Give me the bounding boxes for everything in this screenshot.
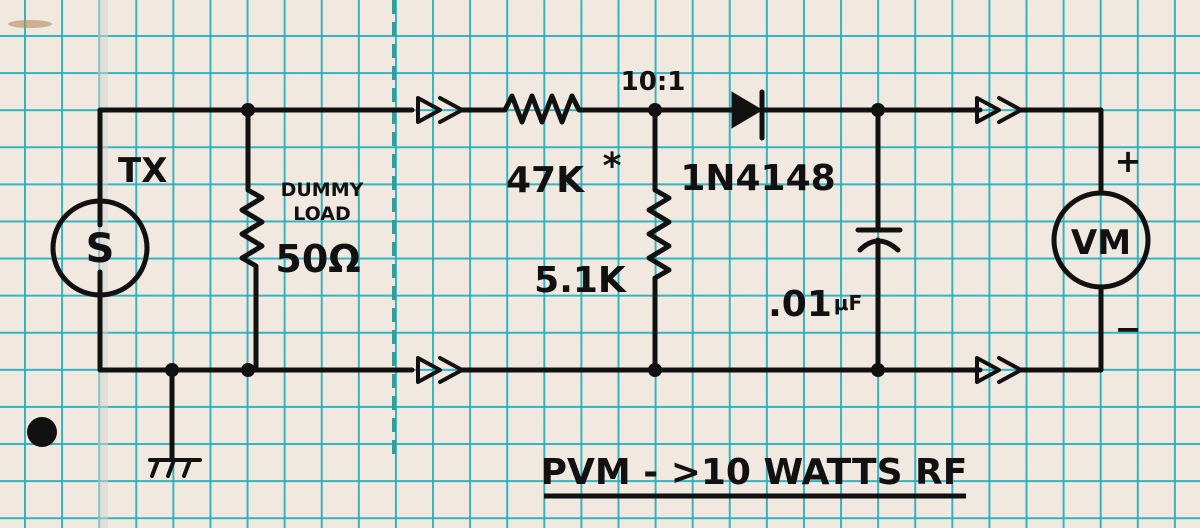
- dummy-load-line1: DUMMY: [281, 179, 364, 201]
- series-resistor-label: 47K: [506, 160, 585, 201]
- ground-icon: [148, 458, 202, 478]
- stain: [8, 20, 52, 28]
- meter-plus: +: [1115, 142, 1142, 180]
- dummy-load-resistor: [239, 107, 265, 373]
- connector-icon: [975, 356, 1023, 384]
- connector-icon: [416, 356, 464, 384]
- source-symbol: S: [86, 226, 115, 272]
- capacitor-unit: μF: [834, 291, 862, 315]
- diode-label: 1N4148: [680, 158, 835, 199]
- junction-dot: [241, 103, 255, 117]
- punch-hole: [27, 417, 57, 447]
- divider-ratio: 10:1: [621, 67, 686, 97]
- connector-icon: [975, 96, 1023, 124]
- diode-icon: [731, 91, 763, 129]
- capacitor-icon: [855, 107, 903, 373]
- junction-dot: [241, 363, 255, 377]
- top-wire-left: [97, 107, 415, 228]
- capacitor-value: .01: [768, 284, 832, 325]
- connector-icon: [416, 96, 464, 124]
- series-resistor-note: *: [603, 146, 622, 187]
- voltmeter-symbol: VM: [1071, 223, 1131, 263]
- voltmeter-circle: [1051, 190, 1151, 290]
- dummy-load-value: 50Ω: [275, 237, 360, 281]
- meter-wire: [1018, 107, 1104, 373]
- meter-minus: −: [1115, 310, 1142, 348]
- diagram-title: PVM - >10 WATTS RF: [541, 452, 968, 493]
- source-circle: [50, 198, 150, 298]
- bottom-wire-left: [97, 269, 415, 373]
- shunt-resistor-label: 5.1K: [534, 260, 627, 301]
- resistor-47k: [459, 93, 738, 125]
- source-label: TX: [118, 151, 167, 191]
- paper-fold: [98, 0, 108, 528]
- diode-cathode-wire: [759, 89, 983, 141]
- resistor-5k1: [646, 107, 672, 373]
- dummy-load-line2: LOAD: [293, 203, 351, 225]
